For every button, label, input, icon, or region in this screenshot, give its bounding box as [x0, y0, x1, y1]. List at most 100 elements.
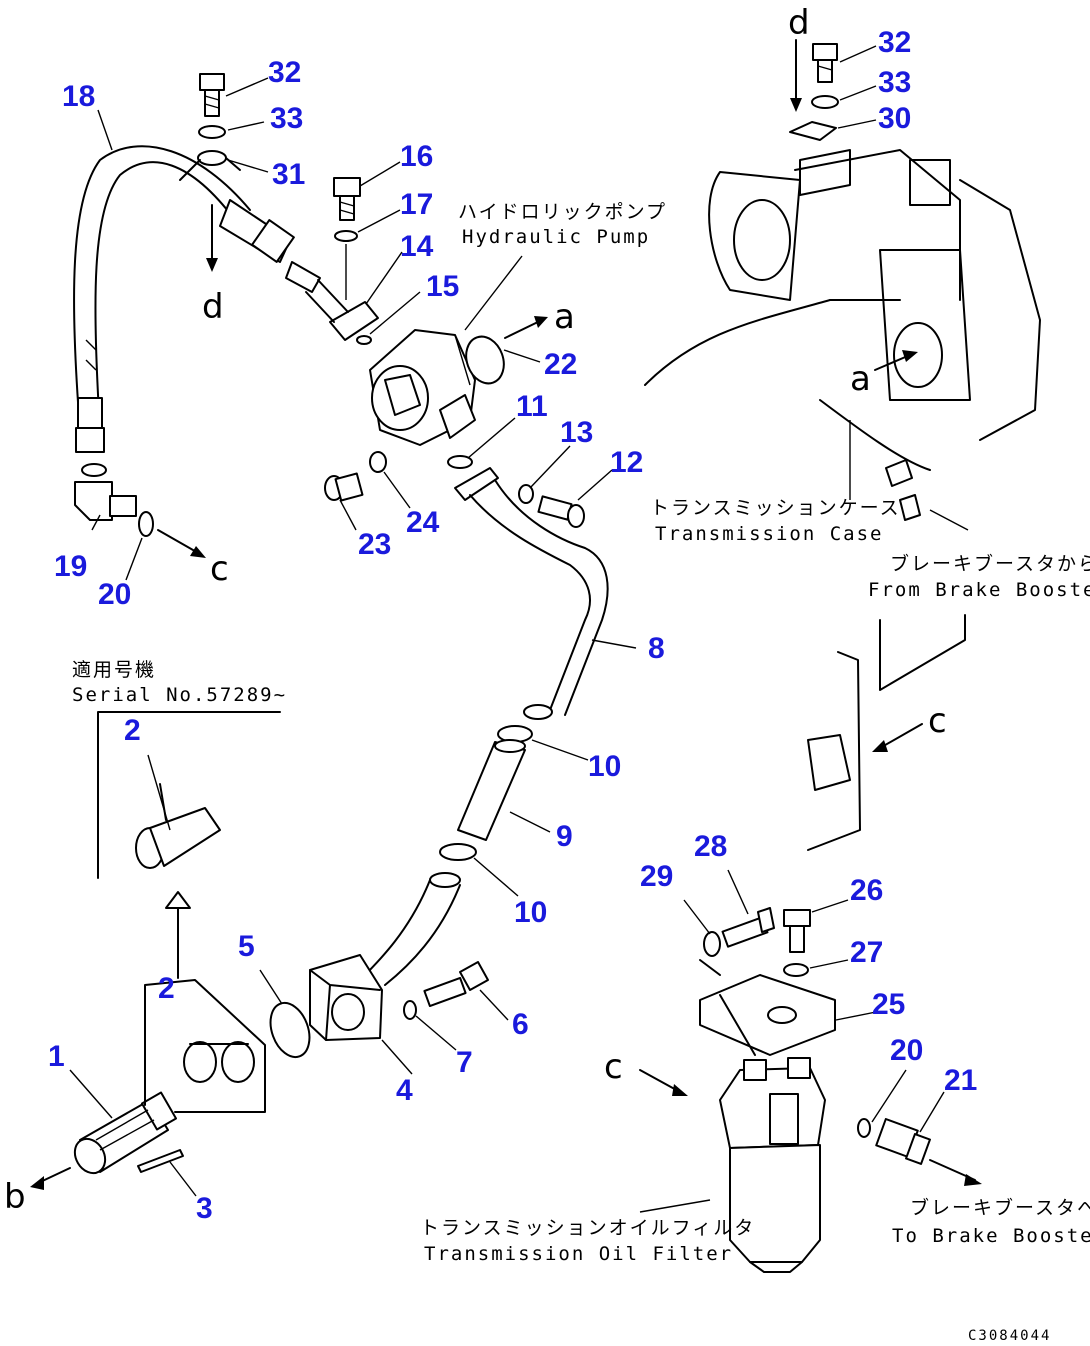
letter-d-right: d [788, 3, 810, 43]
washer-17 [334, 230, 358, 242]
label-19: 19 [54, 550, 87, 583]
flange-14 [305, 279, 379, 341]
letter-b: b [4, 1177, 26, 1217]
arrow-d-left [206, 204, 218, 272]
elbow-fitting-19 [74, 463, 137, 521]
label-29: 29 [640, 860, 673, 893]
arrow-up-2 [165, 891, 191, 979]
label-33-right: 33 [878, 66, 911, 99]
arrow-c-gasket [872, 723, 923, 752]
label-3: 3 [196, 1192, 213, 1225]
caption-case-jp: トランスミッションケース [650, 497, 901, 519]
label-25: 25 [872, 988, 905, 1021]
group-bracket-2 [144, 979, 266, 1113]
flange-4 [309, 954, 383, 1041]
arrow-d-right [790, 39, 802, 112]
plate-30 [789, 121, 837, 141]
leader-from-booster [879, 509, 969, 691]
label-7: 7 [456, 1046, 473, 1079]
bolt-23 [324, 472, 364, 502]
caption-serial-en: Serial No.57289~ [72, 684, 287, 706]
drawing-code: C3084044 [968, 1328, 1051, 1344]
caption-to-en: To Brake Booster [892, 1225, 1090, 1247]
washer-33-left [198, 125, 226, 139]
pin-3 [137, 1149, 184, 1173]
caption-from-en: From Brake Booster [868, 579, 1090, 601]
label-2-upper: 2 [124, 714, 141, 747]
label-14: 14 [400, 230, 434, 263]
label-10-upper: 10 [588, 750, 621, 783]
pipe-to-flange [359, 872, 461, 986]
washer-24 [369, 451, 387, 473]
arrow-b [30, 1167, 71, 1190]
leader-pump [464, 255, 523, 331]
transmission-case [644, 149, 1041, 521]
bolt-26 [783, 909, 811, 953]
label-30: 30 [878, 102, 911, 135]
label-2-lower: 2 [158, 972, 175, 1005]
fitting-21 [875, 1118, 931, 1165]
bolt-12 [537, 495, 585, 528]
label-26: 26 [850, 874, 883, 907]
label-24: 24 [406, 506, 440, 539]
label-27: 27 [850, 936, 883, 969]
part-numbers: 18 32 33 31 16 17 14 15 22 11 13 12 23 2… [48, 26, 977, 1225]
hose-18 [73, 145, 321, 453]
label-6: 6 [512, 1008, 529, 1041]
gasket [807, 651, 861, 851]
leader-lines [69, 45, 945, 1213]
caption-to-jp: ブレーキブースタへ [910, 1196, 1090, 1219]
arrow-c-left [157, 529, 206, 558]
label-10-lower: 10 [514, 896, 547, 929]
o-ring-20-right [857, 1118, 871, 1138]
o-ring-5 [269, 1001, 311, 1059]
strainer-1 [73, 1091, 178, 1175]
washer-29 [703, 931, 721, 957]
bolt-28 [721, 907, 775, 948]
label-33-left: 33 [270, 102, 303, 135]
label-16: 16 [400, 140, 433, 173]
letter-c-gasket: c [928, 701, 947, 741]
hose-9 [457, 739, 526, 841]
magnet-2-upper [135, 783, 221, 869]
arrow-c-filter [639, 1069, 688, 1096]
label-20-right: 20 [890, 1034, 923, 1067]
hydraulic-pump [369, 329, 476, 446]
washer-33-right [811, 95, 839, 109]
captions: ハイドロリックポンプ Hydraulic Pump トランスミッションケース T… [72, 201, 1090, 1265]
bolt-16 [333, 177, 361, 221]
label-28: 28 [694, 830, 727, 863]
clamp-10-lower [439, 843, 477, 861]
caption-pump-jp: ハイドロリックポンプ [458, 201, 667, 223]
caption-filter-en: Transmission Oil Filter [424, 1243, 733, 1265]
reference-letters: a a b c c c d d [4, 3, 947, 1217]
label-17: 17 [400, 188, 433, 221]
label-31: 31 [272, 158, 305, 191]
washer-27 [783, 963, 809, 977]
label-22: 22 [544, 348, 577, 381]
washer-13 [518, 484, 534, 504]
label-9: 9 [556, 820, 573, 853]
label-21: 21 [944, 1064, 977, 1097]
caption-pump-en: Hydraulic Pump [462, 226, 650, 248]
filter-bracket-25 [699, 959, 836, 1056]
washer-7 [403, 1000, 417, 1020]
label-20-left: 20 [98, 578, 131, 611]
letter-d-left: d [202, 287, 224, 327]
letter-a-pump: a [554, 297, 575, 337]
o-ring-20-left [138, 511, 154, 537]
bolt-32-left [199, 73, 225, 117]
clamp-31 [179, 150, 241, 181]
arrow-to-booster [929, 1159, 982, 1186]
serial-bracket [97, 711, 281, 879]
label-12: 12 [610, 446, 643, 479]
caption-serial-jp: 適用号機 [72, 659, 156, 681]
magnet-2-lower [183, 1041, 255, 1083]
caption-case-en: Transmission Case [655, 523, 883, 545]
caption-filter-jp: トランスミッションオイルフィルタ [420, 1217, 755, 1239]
bolt-6 [423, 961, 489, 1008]
label-23: 23 [358, 528, 391, 561]
arrow-a-case [874, 350, 918, 371]
label-15: 15 [426, 270, 459, 303]
